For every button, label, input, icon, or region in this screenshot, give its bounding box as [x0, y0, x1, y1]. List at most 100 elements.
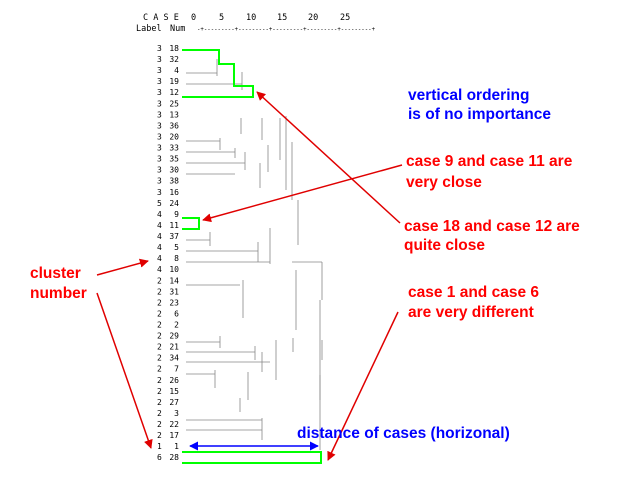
row-cluster-number: 3: [157, 121, 162, 130]
row-case-number: 32: [169, 55, 179, 64]
row-cluster-number: 4: [157, 254, 162, 263]
row-cluster-number: 2: [157, 321, 162, 330]
arrow-to-9-11: [202, 164, 403, 223]
row-cluster-number: 4: [157, 265, 162, 274]
row-cluster-number: 2: [157, 431, 162, 440]
row-cluster-number: 2: [157, 376, 162, 385]
annotation-18-12-close: case 18 and case 12 are quite close: [404, 218, 584, 254]
row-case-number: 3: [174, 409, 179, 418]
row-case-number: 31: [169, 287, 179, 296]
row-case-number: 26: [169, 376, 179, 385]
row-case-number: 20: [169, 133, 179, 142]
row-case-number: 24: [169, 199, 179, 208]
arrow-to-18-12: [256, 91, 401, 224]
annotation-cluster-number: cluster number: [30, 265, 87, 302]
row-cluster-number: 2: [157, 420, 162, 429]
row-cluster-number: 5: [157, 199, 162, 208]
scale-tick-25: 25: [340, 13, 350, 23]
row-case-number: 22: [169, 420, 179, 429]
row-case-number: 27: [169, 398, 179, 407]
annotation-distance: distance of cases (horizonal): [297, 425, 510, 442]
row-case-number: 30: [169, 166, 179, 175]
header-label-col: Label: [136, 24, 162, 34]
row-cluster-number: 3: [157, 77, 162, 86]
row-case-number: 14: [169, 276, 179, 285]
row-cluster-number: 3: [157, 44, 162, 53]
scale-tick-0: 0: [191, 13, 196, 23]
highlight-1-28: [182, 451, 322, 464]
row-case-number: 33: [169, 144, 179, 153]
row-case-number: 7: [174, 365, 179, 374]
row-case-number: 34: [169, 354, 179, 363]
row-cluster-number: 3: [157, 66, 162, 75]
row-case-number: 21: [169, 343, 179, 352]
scale-rule: -+---------+---------+---------+--------…: [197, 25, 375, 33]
highlight-18-12: [182, 49, 254, 98]
row-case-number: 35: [169, 155, 179, 164]
row-cluster-number: 3: [157, 188, 162, 197]
row-case-number: 2: [174, 321, 179, 330]
row-cluster-number: 2: [157, 365, 162, 374]
row-case-number: 36: [169, 121, 179, 130]
row-cluster-number: 2: [157, 309, 162, 318]
row-case-number: 13: [169, 110, 179, 119]
row-cluster-number: 6: [157, 453, 162, 462]
row-cluster-number: 4: [157, 221, 162, 230]
highlight-9-11: [182, 217, 200, 230]
row-case-number: 18: [169, 44, 179, 53]
row-case-number: 15: [169, 387, 179, 396]
row-cluster-number: 3: [157, 55, 162, 64]
scale-tick-5: 5: [219, 13, 224, 23]
row-cluster-number: 2: [157, 387, 162, 396]
scale-tick-15: 15: [277, 13, 287, 23]
row-cluster-number: 3: [157, 88, 162, 97]
row-cluster-number: 4: [157, 210, 162, 219]
row-case-number: 1: [174, 442, 179, 451]
row-cluster-number: 4: [157, 232, 162, 241]
row-case-number: 28: [169, 453, 179, 462]
row-case-number: 17: [169, 431, 179, 440]
row-case-number: 12: [169, 88, 179, 97]
annotation-9-11-close: case 9 and case 11 are very close: [406, 153, 577, 191]
row-case-number: 29: [169, 332, 179, 341]
row-case-number: 6: [174, 309, 179, 318]
row-case-number: 9: [174, 210, 179, 219]
row-case-number: 8: [174, 254, 179, 263]
row-cluster-number: 3: [157, 155, 162, 164]
row-cluster-number: 4: [157, 243, 162, 252]
row-cluster-number: 2: [157, 354, 162, 363]
row-cluster-number: 3: [157, 99, 162, 108]
row-case-number: 4: [174, 66, 179, 75]
row-cluster-number: 2: [157, 332, 162, 341]
row-cluster-number: 2: [157, 298, 162, 307]
scale-tick-20: 20: [308, 13, 318, 23]
row-case-number: 19: [169, 77, 179, 86]
row-cluster-number: 2: [157, 398, 162, 407]
header-case-label: C A S E: [143, 13, 179, 23]
row-cluster-number: 3: [157, 166, 162, 175]
arrow-to-cluster-col: [96, 258, 149, 276]
arrow-to-cluster-bottom: [96, 292, 153, 449]
row-cluster-number: 3: [157, 133, 162, 142]
row-case-number: 16: [169, 188, 179, 197]
scale-tick-10: 10: [246, 13, 256, 23]
row-cluster-number: 2: [157, 409, 162, 418]
annotation-vertical-ordering: vertical ordering is of no importance: [408, 87, 551, 123]
row-cluster-number: 1: [157, 442, 162, 451]
row-case-number: 10: [169, 265, 179, 274]
row-cluster-number: 2: [157, 287, 162, 296]
row-case-number: 23: [169, 298, 179, 307]
row-case-number: 37: [169, 232, 179, 241]
row-case-number: 38: [169, 177, 179, 186]
row-case-number: 5: [174, 243, 179, 252]
annotation-arrows: [96, 91, 403, 461]
row-cluster-number: 3: [157, 177, 162, 186]
row-cluster-number: 3: [157, 110, 162, 119]
row-cluster-number: 2: [157, 276, 162, 285]
row-cluster-number: 2: [157, 343, 162, 352]
annotation-1-6-different: case 1 and case 6 are very different: [408, 284, 543, 321]
row-case-number: 11: [169, 221, 179, 230]
